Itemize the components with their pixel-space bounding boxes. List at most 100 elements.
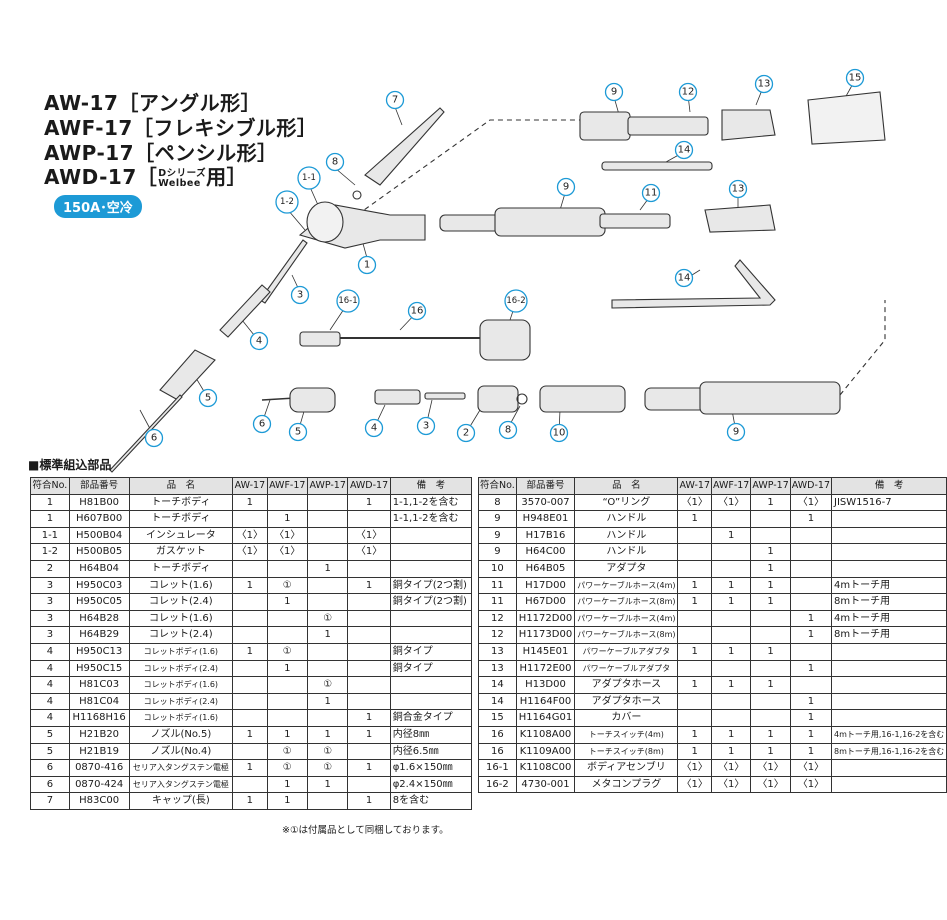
callout-number: 6: [259, 419, 265, 430]
callout-circle: [604, 82, 624, 102]
title-awd17-suffix: 用］: [206, 165, 248, 189]
cell-code: 14: [478, 676, 517, 694]
cell-note: φ2.4×150㎜: [389, 775, 473, 794]
cell-part-number: K1108C00: [515, 759, 576, 777]
callout-number: 9: [733, 427, 739, 438]
cell-note: 4mトーチ用,16-1,16-2を含む: [830, 725, 947, 744]
adapter-mid-shape: [704, 204, 776, 233]
cell-note: [389, 626, 473, 644]
cell-part-name: パワーケーブルホース(8m): [574, 626, 679, 644]
cell-code: 9: [478, 543, 517, 561]
cell-part-name: トーチボディ: [128, 510, 234, 528]
callout-22: 5: [288, 422, 308, 442]
callout-28: 9: [726, 422, 746, 442]
cell-awp17: 1: [306, 692, 349, 711]
cell-awf17: ①: [266, 759, 308, 777]
cell-note: 内径8㎜: [389, 725, 473, 744]
cell-awf17: 1: [266, 725, 308, 744]
cell-aw17: [232, 775, 268, 794]
cell-part-name: パワーケーブルアダプタ: [574, 659, 679, 678]
callout-number: 4: [371, 423, 377, 434]
callout-circle: [641, 183, 661, 203]
cell-note: 銅合金タイプ: [389, 709, 473, 727]
cell-awf17: 〈1〉: [710, 775, 752, 794]
cell-aw17: 1: [677, 725, 712, 744]
callout-number: 12: [682, 87, 695, 98]
switch-body-shape: [479, 319, 531, 361]
cell-part-number: H67D00: [515, 593, 576, 611]
callout-circle: [385, 90, 405, 110]
cell-aw17: 1: [232, 725, 268, 744]
cell-aw17: [232, 742, 268, 761]
cell-code: 3: [30, 576, 70, 595]
cell-awd17: [347, 692, 391, 711]
title-awd17-prefix: AWD-17［: [44, 165, 158, 189]
callout-8: 6: [144, 428, 164, 448]
callout-circle: [754, 74, 774, 94]
cell-note: [830, 559, 947, 578]
cell-code: 6: [30, 775, 70, 794]
cell-aw17: 1: [677, 593, 712, 611]
cell-awd17: [347, 609, 391, 628]
cell-aw17: [677, 626, 712, 644]
cell-awd17: 1: [789, 609, 833, 628]
callout-circle: [456, 423, 476, 443]
cell-awp17: 1: [750, 493, 791, 512]
cell-awp17: 1: [306, 626, 349, 644]
cell-awd17: 1: [347, 725, 391, 744]
callout-circle: [726, 422, 746, 442]
callout-0: 7: [385, 90, 405, 110]
title-awd17-sub1: Dシリーズ: [158, 167, 207, 179]
cell-part-number: H1168H16: [68, 709, 130, 727]
cell-awd17: [347, 659, 391, 678]
torch-head-shape: [306, 201, 344, 243]
cell-awf17: 1: [266, 593, 308, 611]
cell-aw17: [232, 510, 268, 528]
callout-circle: [325, 152, 345, 172]
cell-note: [830, 759, 947, 777]
cell-part-number: H500B04: [68, 526, 130, 545]
cell-awp17: [306, 576, 349, 595]
cell-awp17: [750, 709, 791, 727]
cell-awp17: 1: [750, 676, 791, 694]
cell-awd17: 〈1〉: [789, 759, 833, 777]
cell-awf17: [266, 559, 308, 578]
callout-number: 7: [392, 95, 398, 106]
cell-part-name: ハンドル: [574, 543, 679, 561]
callout-27: 10: [549, 423, 569, 443]
cell-awd17: 1: [347, 493, 391, 512]
callout-9: 9: [604, 82, 624, 102]
cell-part-number: H948E01: [515, 510, 576, 528]
cell-awp17: 1: [750, 725, 791, 744]
cell-part-number: K1108A00: [515, 725, 576, 744]
title-aw17: AW-17［アングル形］: [44, 91, 262, 115]
cell-awp17: [306, 543, 349, 561]
cell-part-number: H1172D00: [515, 609, 576, 628]
collet-shape: [259, 239, 308, 304]
cell-aw17: 〈1〉: [232, 543, 268, 561]
cell-awd17: [789, 676, 833, 694]
cell-aw17: [677, 559, 712, 578]
cell-awd17: [347, 593, 391, 611]
cell-note: [830, 775, 947, 794]
cell-note: 内径6.5㎜: [389, 742, 473, 761]
cell-part-name: ノズル(No.4): [128, 742, 234, 761]
callout-number: 3: [423, 421, 429, 432]
callout-4: 1: [357, 255, 377, 275]
cell-part-name: ハンドル: [574, 510, 679, 528]
cell-awd17: 1: [789, 725, 833, 744]
callout-circle: [288, 422, 308, 442]
callout-number: 10: [553, 428, 566, 439]
cell-note: [830, 709, 947, 727]
cell-code: 5: [30, 725, 70, 744]
cell-aw17: 1: [232, 642, 268, 661]
cell-awf17: 1: [710, 725, 752, 744]
